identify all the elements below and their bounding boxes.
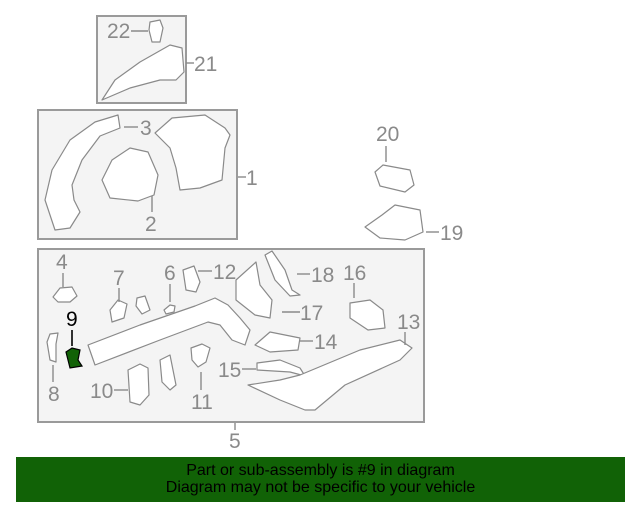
banner-line-2: Diagram may not be specific to your vehi… [165, 479, 476, 496]
callout-19: 19 [440, 222, 464, 245]
callout-6: 6 [164, 262, 176, 285]
callout-9: 9 [66, 308, 78, 331]
callout-15: 15 [218, 359, 242, 382]
parts-diagram: 22 21 3 1 2 20 19 4 7 6 12 18 16 13 9 17… [37, 15, 464, 453]
part-bracket [135, 295, 151, 315]
part-10 [127, 363, 150, 406]
callout-18: 18 [311, 264, 335, 287]
part-11 [190, 343, 211, 368]
callout-11: 11 [191, 391, 213, 414]
part-8 [46, 332, 59, 363]
part-15 [256, 359, 306, 377]
part-4 [52, 286, 78, 303]
callout-4: 4 [56, 251, 68, 274]
callout-21: 21 [194, 53, 218, 76]
part-17 [235, 261, 273, 319]
part-16 [349, 299, 386, 331]
callout-13: 13 [397, 311, 421, 334]
parts-drawing [44, 19, 439, 430]
part-bracket-2 [159, 354, 177, 391]
callout-7: 7 [113, 267, 125, 290]
part-2 [101, 147, 159, 202]
callout-8: 8 [48, 383, 60, 406]
callout-3: 3 [140, 117, 152, 140]
part-20 [374, 164, 415, 193]
callout-12: 12 [213, 261, 237, 284]
part-13 [247, 339, 413, 411]
part-frame-rail [87, 297, 251, 366]
callout-16: 16 [343, 262, 367, 285]
callout-2: 2 [145, 213, 157, 236]
banner-line-1: Part or sub-assembly is #9 in diagram [186, 462, 455, 479]
callout-1: 1 [246, 167, 258, 190]
part-9-highlighted [65, 347, 84, 369]
part-6 [163, 304, 176, 315]
part-14 [254, 331, 301, 353]
info-banner: Part or sub-assembly is #9 in diagram Di… [16, 457, 625, 502]
part-7 [109, 299, 128, 323]
callout-20: 20 [376, 123, 400, 146]
part-22 [148, 19, 164, 43]
callout-10: 10 [90, 380, 114, 403]
callout-5: 5 [229, 430, 241, 453]
part-21 [101, 44, 185, 101]
part-1 [154, 114, 231, 191]
part-12 [182, 265, 201, 293]
callout-14: 14 [314, 331, 338, 354]
part-3 [44, 114, 121, 231]
callout-17: 17 [300, 302, 324, 325]
callout-22: 22 [107, 20, 131, 43]
part-18 [264, 250, 301, 297]
part-19 [364, 204, 424, 241]
